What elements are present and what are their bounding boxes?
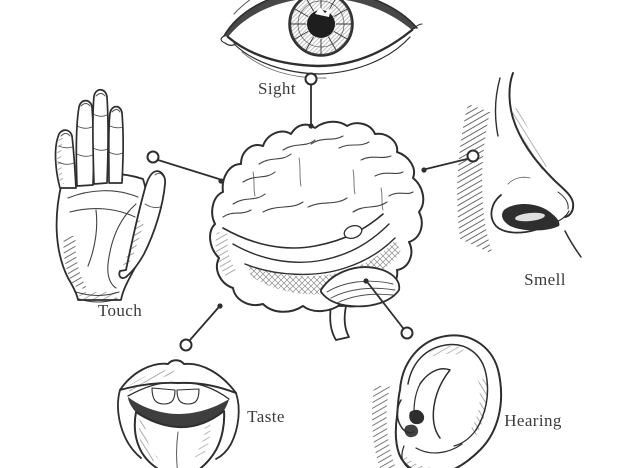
- ear-illustration: [372, 334, 503, 468]
- connector-taste: [179, 303, 223, 352]
- label-hearing: Hearing: [504, 411, 562, 430]
- connector-smell: [421, 149, 480, 173]
- label-taste: Taste: [247, 407, 285, 426]
- hand-illustration: [54, 88, 166, 303]
- brain-illustration: [209, 120, 425, 341]
- mouth-illustration: [117, 359, 240, 468]
- connector-touch: [146, 150, 224, 184]
- eye-illustration: [220, 0, 423, 79]
- connector-hearing: [363, 278, 414, 340]
- label-smell: Smell: [524, 270, 566, 289]
- nose-illustration: [457, 72, 582, 258]
- label-sight: Sight: [258, 79, 296, 98]
- connector-sight: [304, 72, 318, 129]
- label-touch: Touch: [97, 301, 143, 320]
